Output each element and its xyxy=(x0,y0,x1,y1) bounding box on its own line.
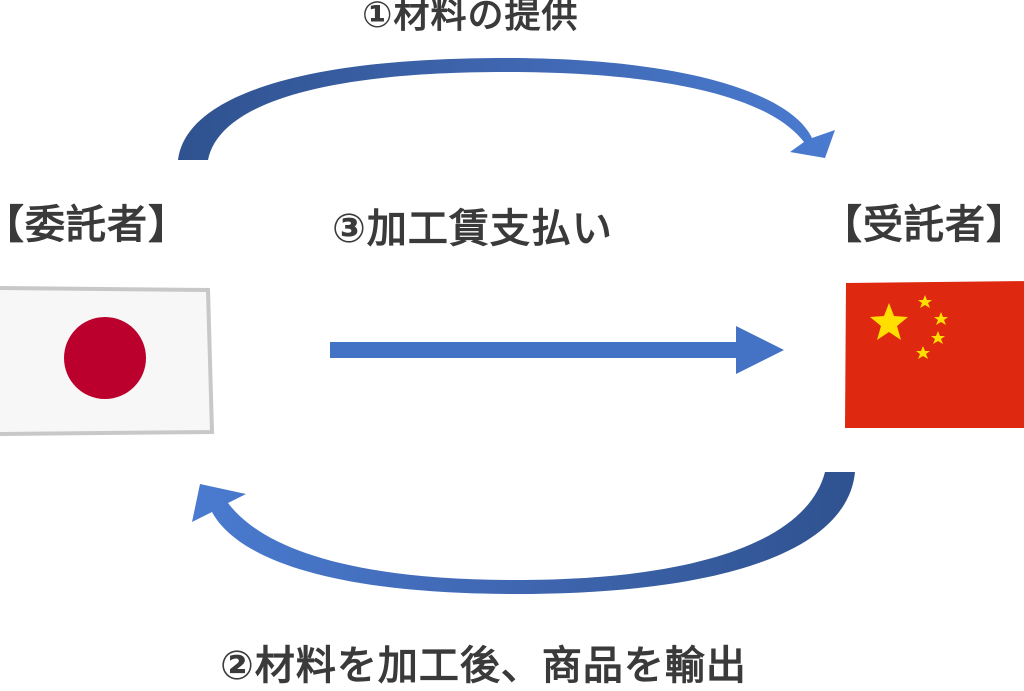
consignee-label: 【受託者】 xyxy=(822,202,1024,248)
step1-label: ①材料の提供 xyxy=(362,0,579,36)
step2-label: ②材料を加工後、商品を輸出 xyxy=(220,643,747,689)
china-flag-small-star xyxy=(916,346,930,359)
japan-flag-sun xyxy=(64,317,146,399)
consignor-label: 【委託者】 xyxy=(0,202,189,248)
china-flag-small-star xyxy=(934,312,948,325)
arrow-step1 xyxy=(178,58,835,160)
china-flag xyxy=(845,281,1024,428)
japan-flag xyxy=(0,286,215,436)
china-flag-small-star xyxy=(918,295,932,308)
china-flag-small-star xyxy=(931,331,945,344)
china-flag-large-star xyxy=(870,303,908,340)
step3-label: ③加工賃支払い xyxy=(332,206,613,252)
arrow-step2 xyxy=(192,472,855,594)
arrow-step3 xyxy=(330,326,784,374)
